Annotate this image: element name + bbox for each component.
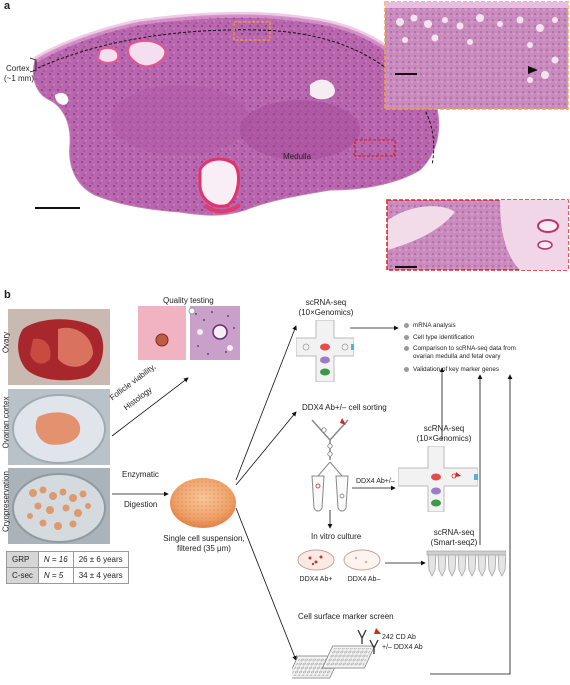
table-cell-age: 34 ± 4 years — [72, 567, 129, 584]
tissue-section-image — [29, 1, 569, 271]
ovarian-cortex-label: Ovarian cortex — [1, 396, 11, 449]
microfluidic-chip-mid — [398, 446, 478, 512]
scale-bar-main — [35, 207, 80, 209]
table-row: C-sec N = 5 34 ± 4 years — [6, 567, 129, 584]
pcr-tube-strip — [426, 550, 506, 577]
scrna-mid-title: scRNA-seq — [423, 424, 465, 433]
scale-bar-inset-2 — [395, 266, 417, 268]
panel-a-label: a — [4, 0, 11, 12]
table-cell-n: N = 5 — [37, 567, 74, 584]
scale-bar-inset-1 — [395, 73, 417, 75]
ddx4-pos-label: DDX4 Ab+ — [299, 576, 333, 583]
scrna-mid-subtitle: (10×Genomics) — [416, 434, 472, 443]
enzymatic-label: Enzymatic — [122, 470, 159, 479]
cohort-table: GRP N = 16 26 ± 6 years C-sec N = 5 34 ±… — [6, 551, 129, 584]
list-item: mRNA analysis — [404, 322, 564, 330]
culture-dishes — [297, 549, 381, 571]
list-item: Comparison to scRNA-seq data from ovaria… — [404, 345, 524, 360]
cd-ab-label: 242 CD Ab — [382, 634, 416, 641]
ovarian-cortex-photo — [8, 389, 110, 465]
cryopreservation-label: Cryopreservation — [1, 471, 11, 532]
cryopreservation-photo — [8, 468, 110, 544]
bullet-icon — [404, 346, 409, 352]
ovary-photo — [8, 309, 110, 385]
list-item: Validation of key marker genes — [404, 366, 564, 374]
list-item: Cell type identification — [404, 334, 564, 342]
table-cell-n: N = 16 — [37, 551, 74, 568]
quality-testing-images — [138, 306, 240, 360]
in-vitro-title: In vitro culture — [311, 532, 362, 541]
bullet-icon — [404, 323, 409, 328]
panel-b-label: b — [4, 289, 11, 301]
cortex-label: Cortex — [6, 64, 30, 73]
table-cell-age: 26 ± 6 years — [72, 551, 129, 568]
microfluidic-chip-top — [296, 320, 354, 382]
medulla-label: Medulla — [283, 152, 312, 161]
well-plates — [292, 628, 381, 679]
digestion-label: Digestion — [124, 500, 158, 509]
surface-screen-title: Cell surface marker screen — [298, 612, 394, 621]
quality-testing-title: Quality testing — [163, 296, 214, 305]
scrna-smart-subtitle: (Smart-seq2) — [430, 538, 478, 547]
scrna-top-title: scRNA-seq — [305, 298, 347, 307]
suspension-label-1: Single cell suspension, — [163, 534, 245, 543]
results-list: mRNA analysis Cell type identification C… — [404, 322, 564, 378]
cell-sorter-diagram — [311, 418, 349, 512]
ddx4-ab-label: +/– DDX4 Ab — [382, 644, 423, 651]
workflow-arrows — [111, 325, 513, 675]
ovary-label: Ovary — [1, 331, 11, 354]
cell-suspension-dish — [170, 478, 236, 528]
scrna-top-subtitle: (10×Genomics) — [298, 308, 354, 317]
ddx4-ab-arrow-label: DDX4 Ab+/– — [356, 478, 395, 485]
suspension-label-2: filtered (35 μm) — [177, 544, 231, 553]
cortex-depth-label: (~1 mm) — [4, 74, 34, 83]
table-cell-group: C-sec — [6, 567, 39, 584]
table-cell-group: GRP — [6, 551, 39, 568]
ddx4-neg-label: DDX4 Ab– — [347, 576, 381, 583]
bullet-icon — [404, 367, 409, 373]
ddx4-sorting-title: DDX4 Ab+/– cell sorting — [302, 403, 387, 412]
table-row: GRP N = 16 26 ± 6 years — [6, 551, 129, 568]
scrna-smart-title: scRNA-seq — [433, 528, 475, 537]
bullet-icon — [404, 334, 409, 340]
